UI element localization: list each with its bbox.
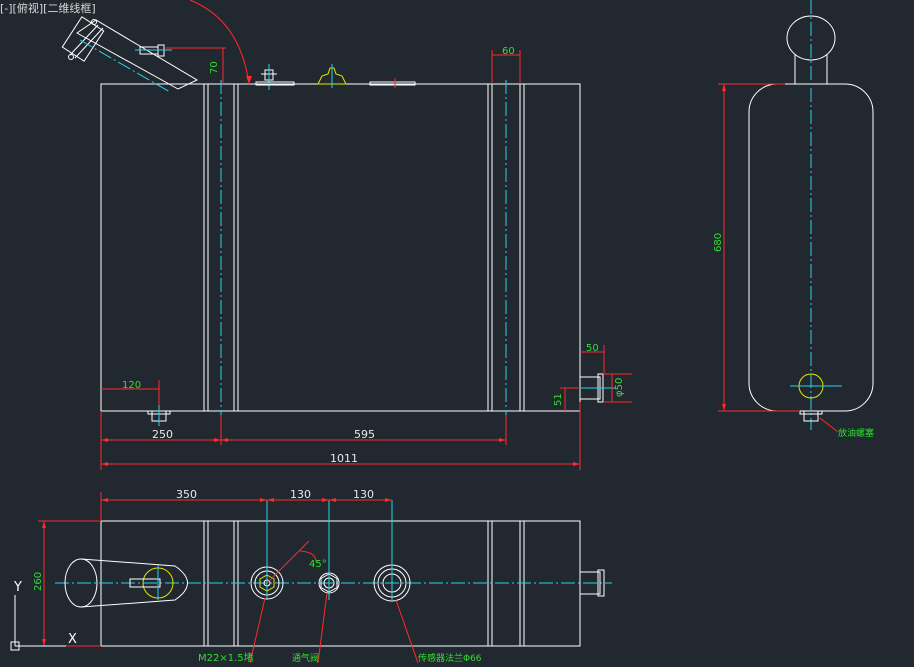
m22-plug (250, 500, 284, 600)
tank-front-outline (100, 83, 581, 412)
ucs-icon: Y X (10, 580, 77, 651)
ucs-x-label: X (68, 632, 77, 647)
dim-250: 250 (152, 428, 173, 441)
dim-680: 680 (713, 233, 724, 252)
dim-130b: 130 (353, 488, 374, 501)
vent-bolt (135, 44, 172, 57)
note-m22-plug: M22×1.5堵 (198, 651, 254, 663)
leader-m22 (249, 597, 266, 664)
note-sensor-flange: 传感器法兰Φ66 (418, 652, 482, 663)
sensor-flange (373, 500, 411, 602)
note-breather: 通气阀 (292, 652, 319, 663)
side-outlet-top (579, 571, 601, 595)
filler-cap-side (786, 15, 836, 61)
leader-arc (189, 0, 250, 85)
dim-51: 51 (553, 393, 564, 406)
angle-arc (299, 550, 317, 563)
side-outlet (575, 373, 615, 403)
dim-595: 595 (354, 428, 375, 441)
leader-arrow (246, 76, 252, 84)
angle-45: 45° (309, 559, 327, 570)
dim-60: 60 (502, 46, 515, 57)
note-drain-plug: 放油螺塞 (838, 427, 874, 439)
ucs-y-label: Y (13, 580, 22, 595)
breather-valve (318, 500, 340, 600)
top-view: 45° 350 130 130 260 (33, 488, 612, 664)
dim-120: 120 (122, 380, 141, 391)
dim-130a: 130 (290, 488, 311, 501)
viewport-label[interactable]: [-][俯视][二维线框] (0, 2, 96, 15)
leader-breather (317, 592, 328, 664)
filler-neck (61, 16, 199, 93)
drain-fitting-front (147, 405, 171, 426)
leader-flange (395, 599, 419, 664)
dim-phi50: φ50 (614, 378, 625, 397)
dim-350: 350 (176, 488, 197, 501)
top-fittings (255, 64, 416, 90)
filler-neck-top (64, 558, 188, 608)
angle-line (266, 540, 310, 584)
front-view: 70 60 (61, 0, 632, 470)
dim-50: 50 (586, 343, 599, 354)
side-view: 放油螺塞 680 (713, 0, 874, 439)
dim-260: 260 (33, 572, 44, 591)
dim-1011: 1011 (330, 452, 358, 465)
dim-70: 70 (209, 61, 220, 74)
drain-leader (819, 417, 839, 433)
